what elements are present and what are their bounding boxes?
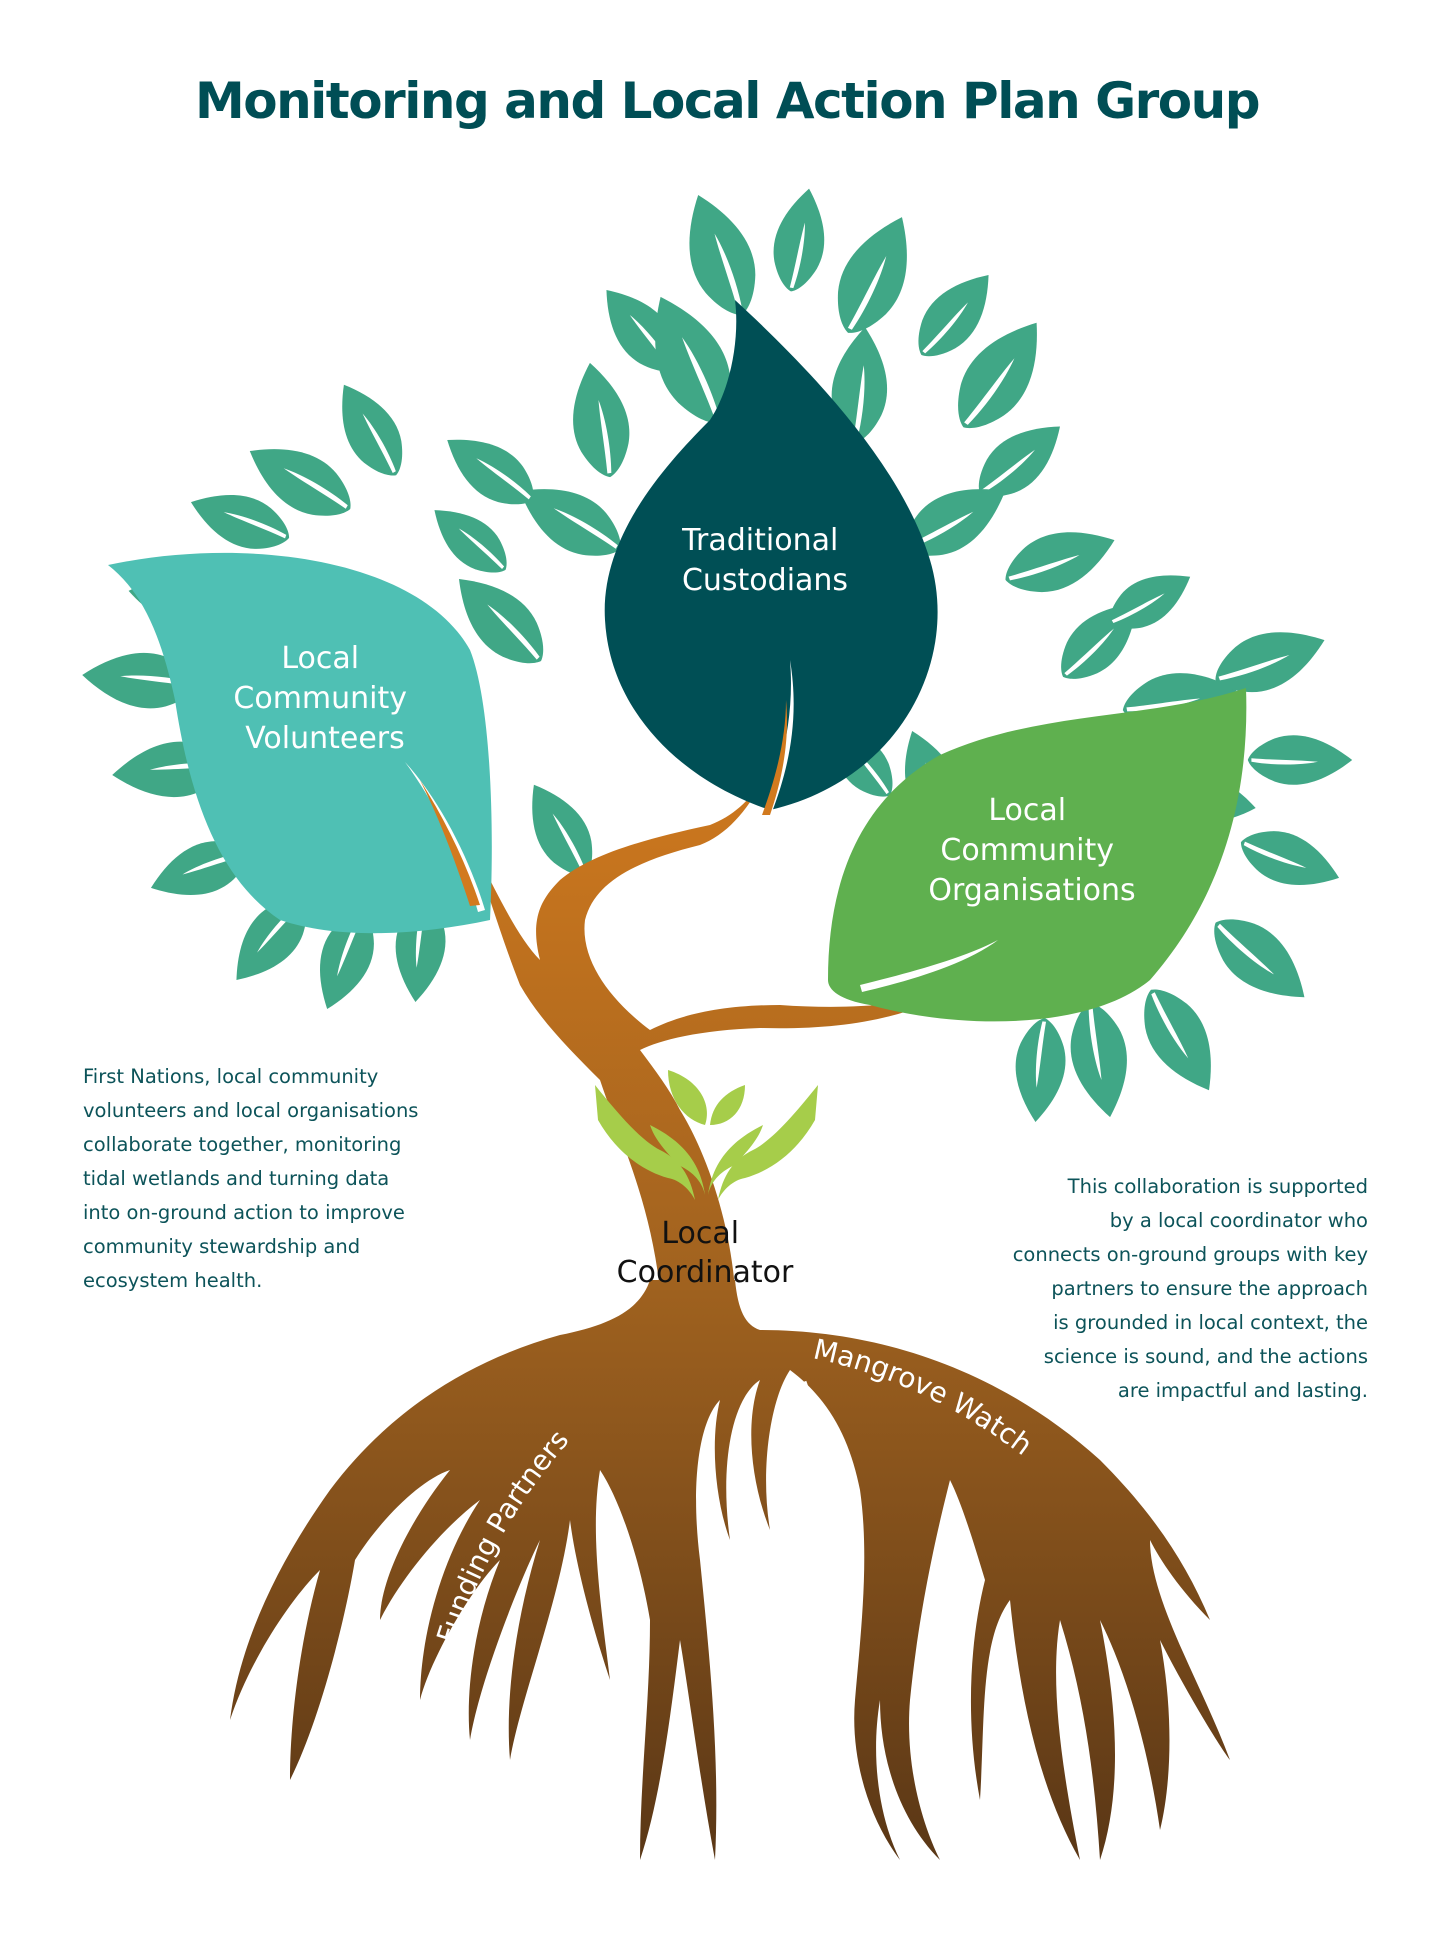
description-line: into on-ground action to improve	[83, 1201, 405, 1224]
foliage-leaf-icon	[1062, 998, 1138, 1122]
page-title: Monitoring and Local Action Plan Group	[194, 72, 1261, 130]
leaf-label-line: Custodians	[682, 563, 848, 598]
leaf-local-community-volunteers[interactable]: Local Community Volunteers	[108, 552, 492, 934]
description-line: community stewardship and	[83, 1235, 361, 1258]
foliage-leaf-icon	[669, 184, 771, 326]
svg-text:Traditional Custodians: Traditional Custodians	[681, 523, 848, 598]
foliage-leaf-icon	[1232, 818, 1348, 902]
foliage-leaf-icon	[820, 204, 930, 346]
foliage-leaf-icon	[1247, 735, 1353, 785]
hands-sprout-icon	[595, 1070, 818, 1200]
description-line: are impactful and lasting.	[1117, 1379, 1368, 1402]
description-line: collaborate together, monitoring	[83, 1133, 402, 1156]
description-line: First Nations, local community	[83, 1065, 379, 1088]
foliage-leaf-icon	[420, 493, 520, 587]
leaf-label-line: Volunteers	[245, 721, 405, 756]
foliage-leaf-icon	[322, 372, 418, 488]
leaf-label-line: Organisations	[928, 873, 1135, 908]
leaf-traditional-custodians[interactable]: Traditional Custodians	[604, 300, 938, 815]
description-line: partners to ensure the approach	[1051, 1277, 1368, 1300]
description-line: volunteers and local organisations	[83, 1099, 419, 1122]
foliage-leaf-icon	[1127, 975, 1233, 1105]
description-line: by a local coordinator who	[1109, 1209, 1368, 1232]
leaf-label-line: Local	[988, 793, 1066, 828]
description-line: This collaboration is supported	[1067, 1175, 1368, 1198]
leaf-label-line: Community	[940, 833, 1114, 868]
leaf-label-line: Community	[233, 681, 407, 716]
leaf-label-line: Local	[281, 641, 359, 676]
description-line: is grounded in local context, the	[1053, 1311, 1368, 1334]
foliage-leaf-icon	[766, 184, 834, 296]
foliage-leaf-icon	[1197, 901, 1323, 1019]
coordinator-label-line: Local	[661, 1216, 739, 1251]
coordinator-label-line: Coordinator	[617, 1255, 794, 1290]
coordinator-label: Local Coordinator	[617, 1216, 794, 1290]
description-line: tidal wetlands and turning data	[83, 1167, 390, 1190]
foliage-leaf-icon	[996, 514, 1124, 606]
description-line: science is sound, and the actions	[1043, 1345, 1368, 1368]
description-line: ecosystem health.	[83, 1269, 263, 1292]
description-line: connects on-ground groups with key	[1012, 1243, 1368, 1266]
description-left: First Nations, local community volunteer…	[83, 1060, 513, 1298]
foliage-leaf-icon	[1010, 1015, 1070, 1125]
description-right: This collaboration is supported by a loc…	[940, 1170, 1368, 1408]
svg-text:Local Community Or: Local Community Organisations	[928, 793, 1135, 908]
roots	[230, 1280, 1230, 1860]
svg-text:Local Community Vo: Local Community Volunteers	[233, 641, 416, 756]
leaf-local-community-organisations[interactable]: Local Community Organisations	[828, 688, 1247, 1022]
leaf-label-line: Traditional	[681, 523, 838, 558]
foliage-leaf-icon	[562, 358, 638, 482]
